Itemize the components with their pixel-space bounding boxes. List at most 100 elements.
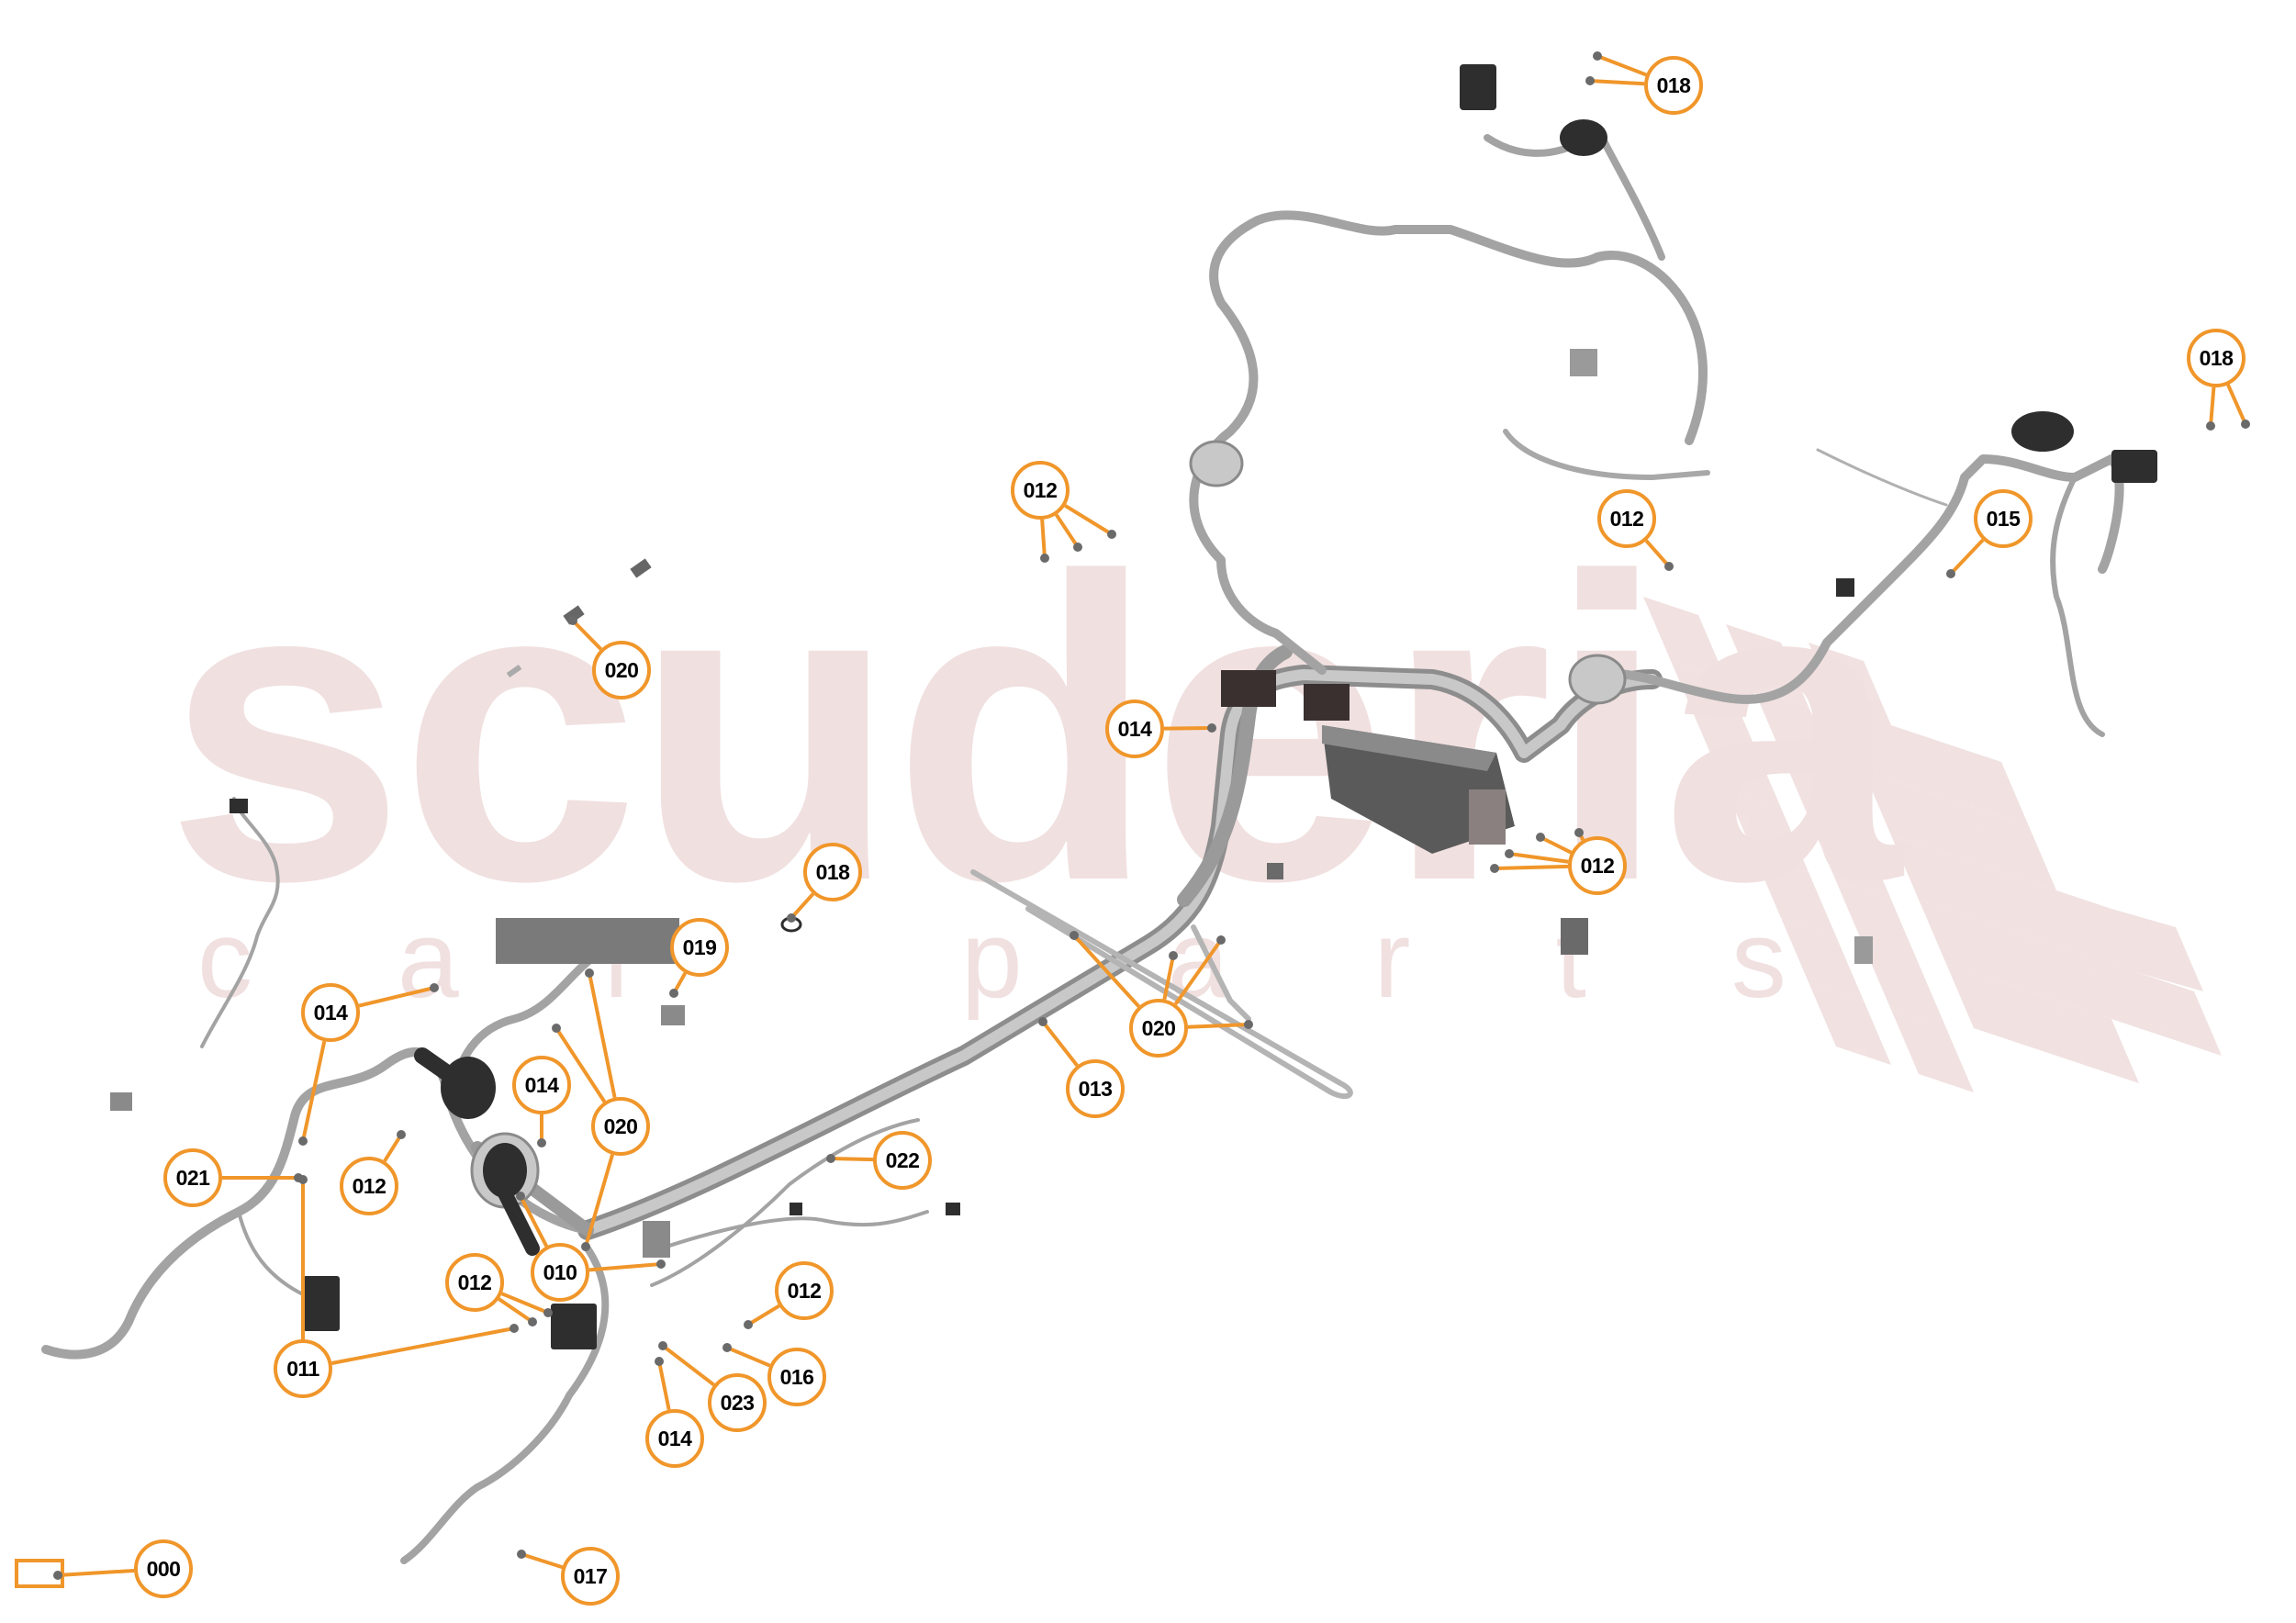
leader-line-020 (1162, 955, 1175, 1001)
part-marker (669, 989, 678, 998)
part-marker (1490, 864, 1499, 873)
leader-line-020 (1187, 1023, 1249, 1029)
part-marker (1593, 51, 1602, 61)
leader-line-015 (1949, 538, 1985, 576)
callout-020[interactable]: 020 (591, 1097, 650, 1156)
callout-014[interactable]: 014 (512, 1056, 571, 1114)
part-marker (1946, 569, 1955, 578)
callout-012[interactable]: 012 (340, 1157, 398, 1215)
leader-line-018 (1589, 79, 1645, 86)
callout-013[interactable]: 013 (1066, 1059, 1125, 1118)
callout-014[interactable]: 014 (645, 1409, 704, 1468)
callout-017[interactable]: 017 (561, 1547, 620, 1606)
callout-number: 018 (2199, 345, 2234, 370)
callout-number: 014 (313, 1000, 348, 1024)
part-marker (744, 1320, 753, 1329)
part-marker (2241, 420, 2250, 429)
callout-020[interactable]: 020 (592, 641, 651, 700)
part-marker (1536, 833, 1545, 842)
leader-line-012 (1540, 835, 1573, 855)
part-marker (543, 1308, 553, 1317)
callout-number: 012 (1580, 853, 1615, 878)
callout-012[interactable]: 012 (445, 1253, 504, 1312)
leader-line-012 (498, 1297, 534, 1324)
part-marker (397, 1130, 406, 1139)
leader-line-020 (1173, 938, 1223, 1006)
leader-line-022 (830, 1157, 874, 1162)
callout-019[interactable]: 019 (670, 918, 729, 977)
callout-number: 017 (573, 1563, 608, 1588)
leader-line-020 (584, 1154, 615, 1248)
callout-number: 011 (286, 1356, 319, 1381)
callout-014[interactable]: 014 (1105, 700, 1164, 758)
part-marker (826, 1154, 835, 1163)
part-marker (1574, 828, 1584, 837)
leader-line-014 (301, 1040, 327, 1142)
part-marker (552, 1024, 561, 1033)
callout-number: 018 (1656, 73, 1691, 97)
callout-018[interactable]: 018 (803, 843, 862, 901)
grommets (414, 119, 2074, 1256)
callout-number: 012 (1023, 477, 1058, 502)
callout-number: 023 (720, 1390, 755, 1415)
part-marker (528, 1317, 537, 1326)
leader-line-012 (500, 1292, 549, 1315)
leader-line-000 (57, 1568, 135, 1577)
callout-000[interactable]: 000 (134, 1539, 193, 1598)
callout-018[interactable]: 018 (1644, 56, 1703, 115)
callout-011[interactable]: 011 (274, 1339, 332, 1398)
part-marker (298, 1136, 308, 1146)
part-marker (517, 1550, 526, 1559)
leader-line-023 (661, 1344, 715, 1387)
callout-016[interactable]: 016 (767, 1348, 826, 1406)
callout-012[interactable]: 012 (775, 1261, 834, 1320)
callout-number: 012 (1609, 506, 1644, 531)
callout-012[interactable]: 012 (1011, 461, 1070, 520)
part-marker (568, 616, 577, 625)
callout-number: 020 (603, 1114, 638, 1138)
leader-line-014 (657, 1360, 671, 1411)
part-marker (1169, 951, 1178, 960)
callout-015[interactable]: 015 (1974, 489, 2033, 548)
callout-012[interactable]: 012 (1597, 489, 1656, 548)
fuse-box (1221, 670, 1515, 854)
callout-014[interactable]: 014 (301, 983, 360, 1042)
part-marker (1073, 543, 1082, 552)
callout-number: 010 (543, 1259, 577, 1284)
part-marker (1107, 530, 1116, 539)
callout-020[interactable]: 020 (1129, 999, 1188, 1058)
leader-line-017 (521, 1552, 564, 1570)
part-marker (1244, 1020, 1253, 1029)
callout-number: 016 (779, 1364, 814, 1389)
part-marker (430, 983, 439, 992)
leader-line-012 (1494, 864, 1569, 870)
callout-022[interactable]: 022 (873, 1131, 932, 1190)
callout-number: 014 (1117, 716, 1152, 741)
callout-018[interactable]: 018 (2187, 329, 2246, 387)
leader-line-012 (1040, 519, 1047, 559)
callout-012[interactable]: 012 (1568, 836, 1627, 895)
part-marker (1216, 935, 1226, 945)
part-marker (1040, 554, 1049, 563)
part-marker (516, 1192, 525, 1201)
leader-line-020 (554, 1026, 607, 1103)
part-marker (1505, 849, 1514, 858)
callout-010[interactable]: 010 (531, 1243, 589, 1302)
leader-line-011 (331, 1326, 515, 1365)
leader-line-012 (1054, 513, 1080, 549)
callout-number: 012 (787, 1278, 822, 1303)
part-marker (53, 1571, 62, 1580)
callout-number: 020 (604, 657, 639, 682)
part-marker (1207, 723, 1216, 733)
callout-number: 021 (175, 1165, 210, 1190)
callout-023[interactable]: 023 (708, 1373, 767, 1432)
leader-line-020 (571, 619, 603, 651)
callout-021[interactable]: 021 (163, 1148, 222, 1207)
callout-number: 015 (1986, 506, 2021, 531)
callout-number: 013 (1078, 1076, 1113, 1101)
leader-line-012 (1644, 539, 1671, 568)
part-marker (2206, 421, 2215, 431)
leader-line-018 (790, 892, 815, 920)
callout-number: 019 (682, 935, 717, 959)
main-harness-trunk (41, 125, 2124, 1564)
